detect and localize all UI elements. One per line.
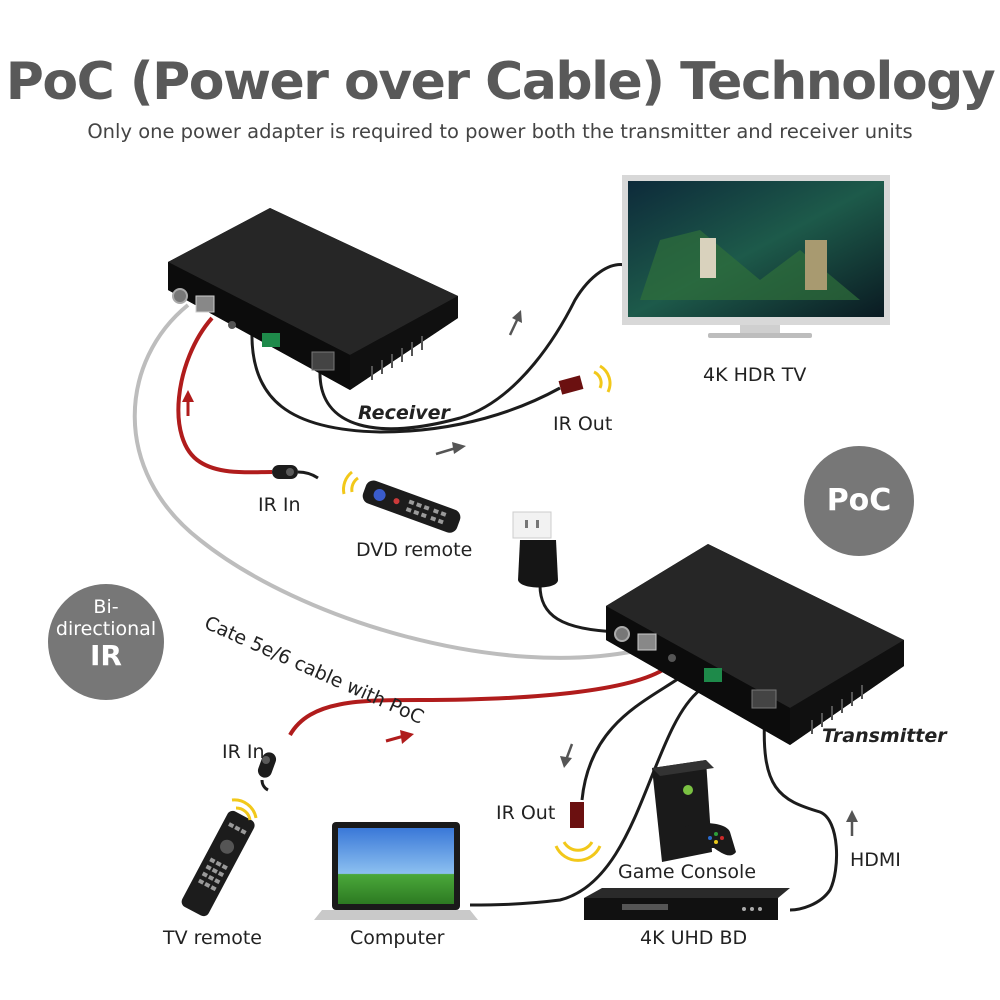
receiver-ir-in-cable [176, 316, 273, 475]
power-cable [538, 584, 621, 634]
dvd-remote-label: DVD remote [356, 539, 473, 561]
ir-receiver-bottom-icon [257, 752, 277, 792]
ir-in-bottom-label: IR In [222, 741, 265, 763]
ir-emitter-top-icon [558, 364, 612, 395]
dvd-remote-icon [362, 480, 461, 533]
ir-emitter-bottom-icon [554, 802, 602, 862]
transmitter-ir-out-cable [580, 670, 689, 801]
game-console-label: Game Console [618, 861, 757, 883]
game-console-icon [652, 760, 736, 862]
tv-remote-label: TV remote [163, 927, 262, 949]
hdmi-label: HDMI [850, 849, 901, 871]
tv-remote-icon [181, 810, 255, 917]
transmitter-unit-icon [606, 544, 904, 745]
poc-cable [132, 303, 641, 660]
badge-line3: IR [90, 639, 122, 672]
tv-icon [622, 175, 890, 338]
receiver-unit-icon [168, 208, 458, 390]
controller-icon [674, 823, 736, 856]
badge-line1: Bi- [93, 596, 119, 618]
computer-cable [469, 688, 701, 907]
bluray-player-icon [584, 888, 790, 920]
transmitter-ir-in-cable [288, 663, 672, 737]
power-adapter-icon [512, 511, 558, 588]
page-subtitle: Only one power adapter is required to po… [87, 120, 913, 143]
transmitter-label: Transmitter [822, 725, 947, 747]
poc-badge-label: PoC [826, 483, 892, 518]
receiver-ir-out-cable [250, 329, 561, 434]
bd-label: 4K UHD BD [640, 927, 748, 949]
ir-out-bottom-label: IR Out [496, 802, 556, 824]
ir-receiver-top-icon [272, 465, 319, 480]
bidirectional-ir-badge: Bi- directional IR [48, 584, 164, 700]
ir-out-top-label: IR Out [553, 413, 613, 435]
receiver-hdmi-cable [318, 263, 626, 431]
arrow-icon [182, 310, 858, 836]
receiver-label: Receiver [358, 402, 450, 424]
ir-in-top-label: IR In [258, 494, 301, 516]
tv-label: 4K HDR TV [703, 364, 807, 386]
badge-line2: directional [55, 618, 157, 640]
computer-label: Computer [350, 927, 445, 949]
tv-remote-signal-icon [231, 798, 258, 821]
laptop-icon [314, 822, 478, 920]
page-title: PoC (Power over Cable) Technology [5, 52, 996, 112]
dvd-remote-signal-icon [342, 470, 359, 495]
poc-badge: PoC [804, 446, 914, 556]
transmitter-hdmi-cable [762, 711, 839, 912]
